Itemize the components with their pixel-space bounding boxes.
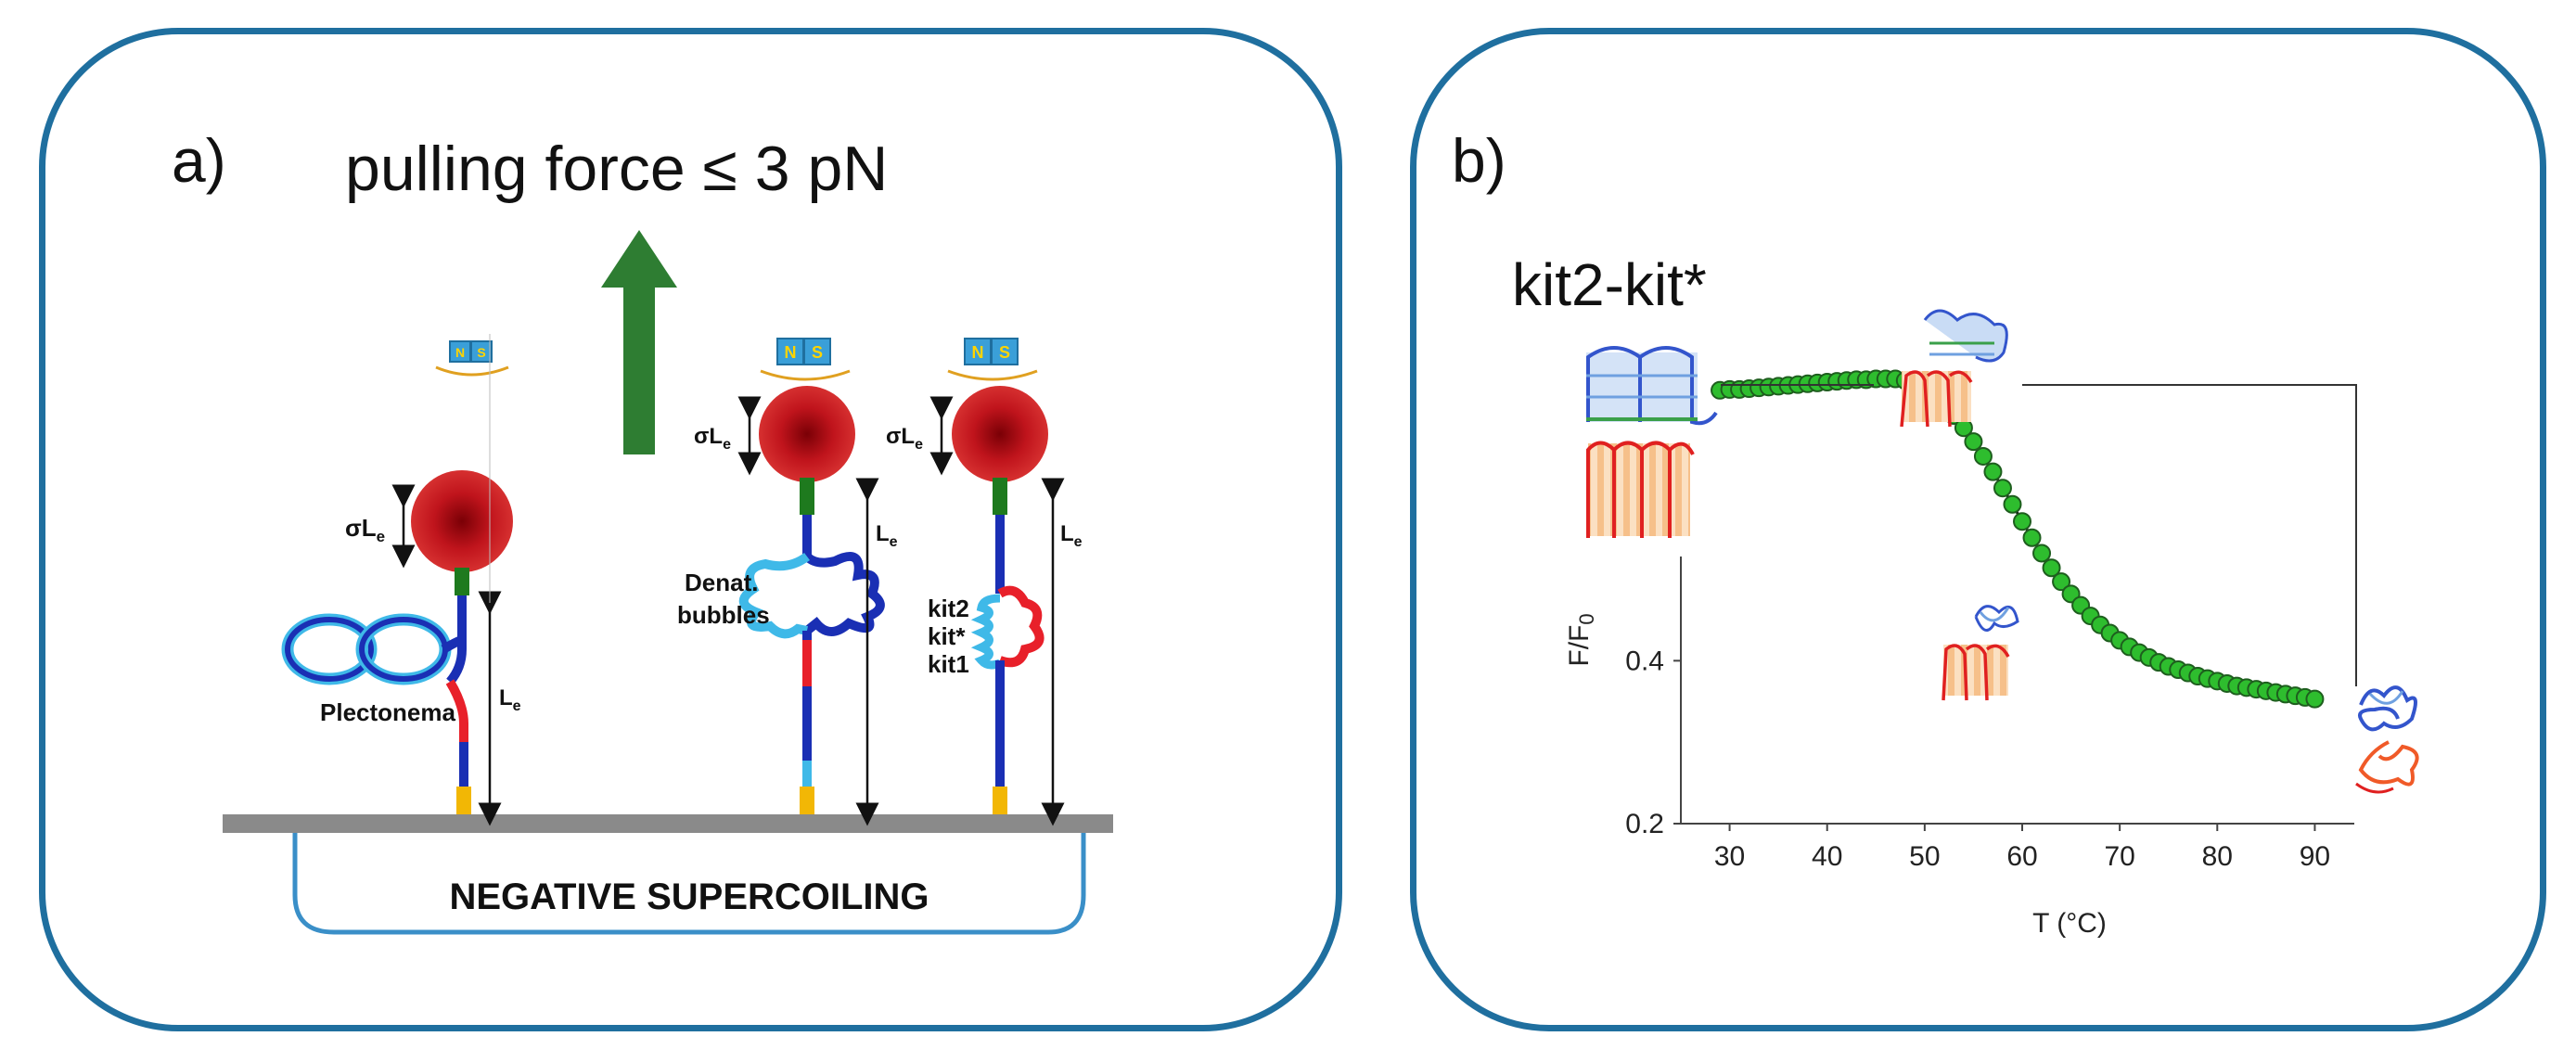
data-points bbox=[1711, 369, 2325, 709]
x-tick-label: 90 bbox=[2300, 841, 2330, 872]
data-point bbox=[2042, 558, 2061, 578]
denat-label-2: bubbles bbox=[677, 601, 770, 629]
le-1: Le bbox=[499, 685, 521, 714]
panel-a-label: a) bbox=[172, 126, 226, 195]
panel-a-frame bbox=[39, 28, 1342, 1031]
magnet-s-1: S bbox=[477, 345, 485, 360]
chart-axes bbox=[1680, 557, 2354, 825]
construct-kit: N S σLe Le kit2 kit* kit1 bbox=[886, 338, 1083, 826]
magnet-pair-2: N S bbox=[760, 338, 851, 381]
plectonema-label: Plectonema bbox=[320, 698, 455, 726]
x-tick-label: 80 bbox=[2202, 841, 2233, 872]
kit-label-0: kit2 bbox=[928, 595, 969, 622]
intermediate-structure-icon-top bbox=[1900, 309, 2008, 428]
y-tick-label: 0.2 bbox=[1625, 809, 1664, 839]
surface-bar bbox=[223, 814, 1113, 833]
fit-line bbox=[1719, 377, 2315, 701]
pulling-force-text: pulling force ≤ 3 pN bbox=[345, 134, 889, 204]
sigma-le-1: σLe bbox=[345, 514, 385, 545]
construct-plectonema: N S σLe Le Plectonema bbox=[281, 334, 521, 826]
data-point bbox=[1983, 462, 2003, 481]
pulling-arrow bbox=[601, 230, 677, 454]
data-point bbox=[2003, 494, 2022, 514]
data-point bbox=[2305, 689, 2325, 709]
magnet-n-3: N bbox=[972, 343, 984, 362]
magnet-pair-1: N S bbox=[435, 340, 509, 377]
bead-1 bbox=[411, 470, 513, 572]
data-point bbox=[1993, 479, 2012, 498]
magnet-s-3: S bbox=[999, 343, 1010, 362]
surface-holder bbox=[292, 833, 1086, 935]
data-point bbox=[2052, 572, 2071, 592]
folded-structure-icon bbox=[1586, 346, 1718, 538]
le-2: Le bbox=[876, 521, 898, 550]
data-point bbox=[2032, 544, 2052, 563]
surface-label: NEGATIVE SUPERCOILING bbox=[449, 876, 929, 917]
sigma-le-3: σLe bbox=[886, 424, 923, 453]
le-3: Le bbox=[1060, 521, 1083, 550]
magnet-pair-3: N S bbox=[947, 338, 1038, 381]
data-point bbox=[2013, 512, 2031, 531]
magnet-n-2: N bbox=[785, 343, 797, 362]
x-tick-label: 50 bbox=[1909, 841, 1940, 872]
y-axis-label: F/F0 bbox=[1564, 613, 1598, 666]
construct-denat-bubbles: N S σLe Le Denat. bubbles bbox=[677, 338, 898, 826]
bead-2 bbox=[759, 386, 855, 482]
unfolded-structure-icon bbox=[2355, 685, 2419, 794]
x-tick-label: 30 bbox=[1714, 841, 1745, 872]
panel-b-label: b) bbox=[1452, 126, 1506, 195]
x-tick-label: 70 bbox=[2104, 841, 2134, 872]
chart-title: kit2-kit* bbox=[1512, 251, 1707, 318]
intermediate-structure-icon-mid bbox=[1942, 605, 2019, 701]
x-tick-label: 40 bbox=[1812, 841, 1842, 872]
magnet-s-2: S bbox=[812, 343, 823, 362]
x-axis-label: T (°C) bbox=[2032, 908, 2107, 939]
data-point bbox=[1964, 432, 1983, 452]
magnet-n-1: N bbox=[455, 345, 465, 360]
bead-3 bbox=[952, 386, 1048, 482]
kit-label-2: kit1 bbox=[928, 650, 969, 678]
x-tick-label: 60 bbox=[2006, 841, 2037, 872]
state-connector-right bbox=[2022, 384, 2357, 686]
y-tick-label: 0.4 bbox=[1625, 646, 1664, 676]
denat-label-1: Denat. bbox=[685, 569, 758, 596]
sigma-le-2: σLe bbox=[694, 424, 731, 453]
data-point bbox=[2022, 528, 2042, 547]
data-point bbox=[1973, 446, 1993, 466]
kit-label-1: kit* bbox=[928, 622, 966, 650]
